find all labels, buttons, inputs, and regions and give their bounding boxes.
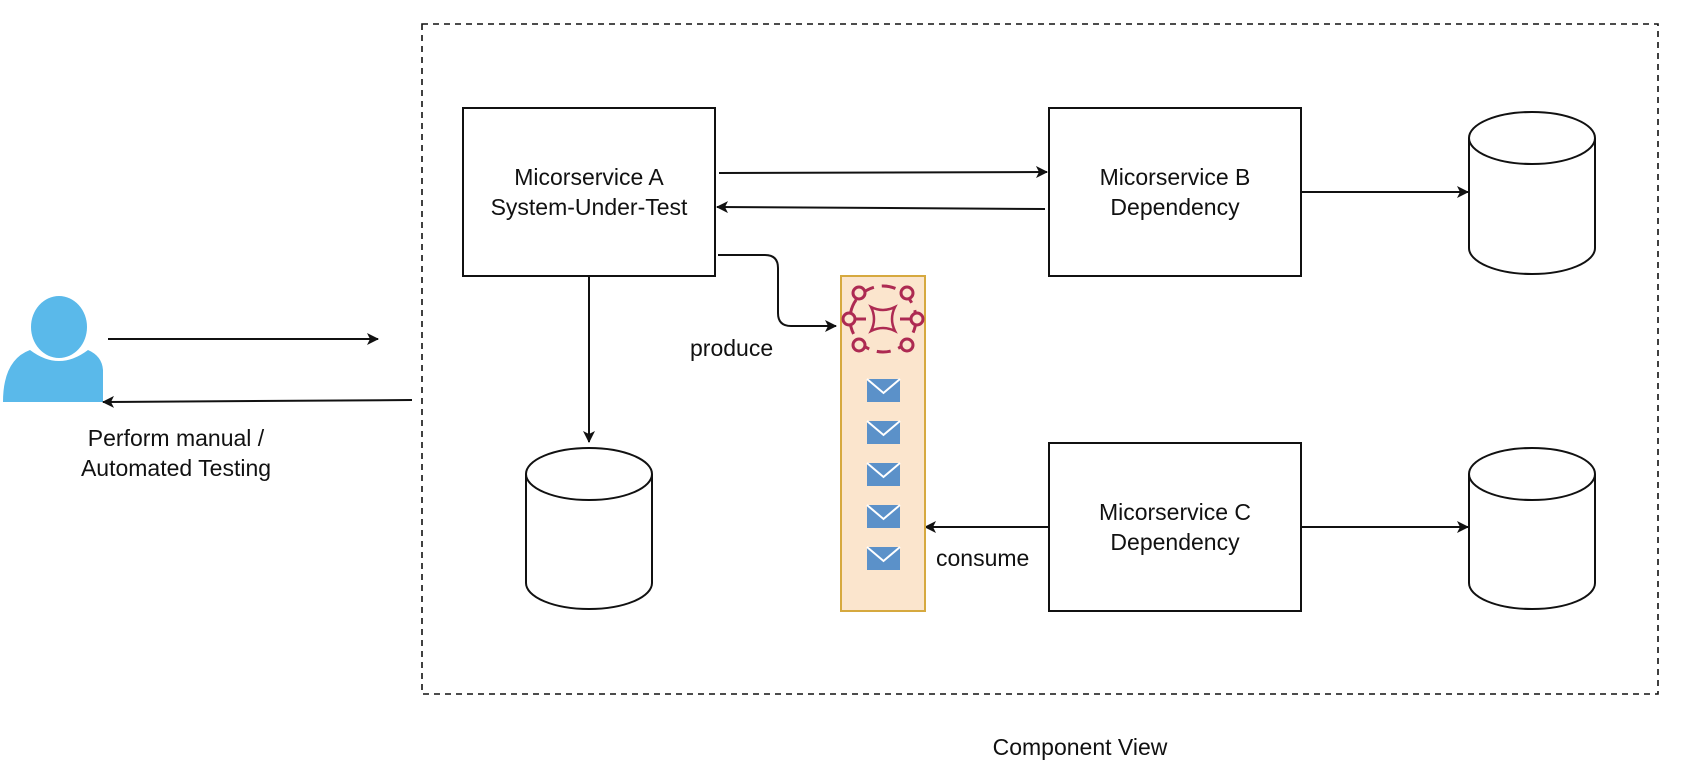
boundary-caption: Component View <box>992 734 1168 760</box>
service-c-role: Dependency <box>1110 529 1240 555</box>
service-b-role: Dependency <box>1110 194 1240 220</box>
database-b <box>1468 111 1596 275</box>
produce-label: produce <box>690 335 774 361</box>
produce-arrow <box>718 254 837 332</box>
service-b-box <box>1048 107 1302 277</box>
user-icon <box>3 296 103 402</box>
message-broker-icon <box>841 284 925 354</box>
a-to-b-arrow <box>718 166 1048 179</box>
envelope-icon <box>866 462 901 486</box>
response-arrow <box>102 395 413 408</box>
actor-label-line1: Perform manual / <box>87 425 265 451</box>
envelope-icon <box>866 504 901 528</box>
envelope-icon <box>866 378 901 402</box>
database-a <box>525 447 653 610</box>
envelope-icon <box>866 420 901 444</box>
b-to-a-arrow <box>716 201 1046 214</box>
actor-label-line2: Automated Testing <box>80 455 272 481</box>
consume-label: consume <box>936 545 1030 571</box>
actor-label: Perform manual / Automated Testing <box>56 423 296 483</box>
envelope-icon <box>866 546 901 570</box>
service-a-name: Micorservice A <box>514 164 664 190</box>
service-a-role: System-Under-Test <box>490 194 688 220</box>
service-b-name: Micorservice B <box>1099 164 1251 190</box>
service-c-label: Micorservice C Dependency <box>1049 443 1301 611</box>
service-b-label: Micorservice B Dependency <box>1049 108 1301 276</box>
service-a-box <box>462 107 716 277</box>
service-a-label: Micorservice A System-Under-Test <box>463 108 715 276</box>
database-c <box>1468 447 1596 610</box>
service-c-name: Micorservice C <box>1098 499 1252 525</box>
component-boundary <box>421 23 1659 695</box>
